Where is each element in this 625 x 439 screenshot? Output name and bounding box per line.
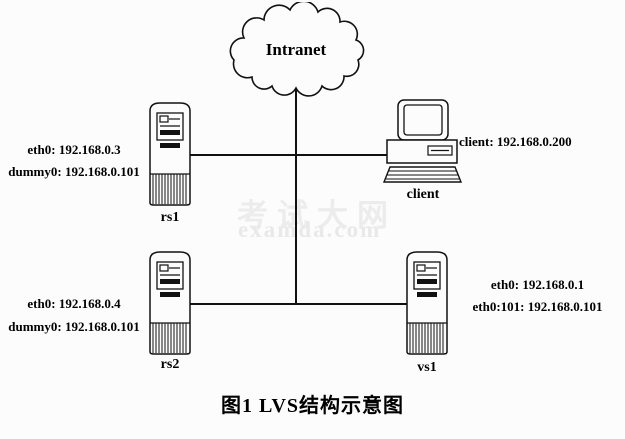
link-rs1-client-line xyxy=(188,154,387,156)
monitor-screen xyxy=(403,104,443,136)
watermark-cn: 考试大网 xyxy=(237,198,397,233)
vs1-name-label: vs1 xyxy=(417,360,437,375)
rs2-name-label: rs2 xyxy=(160,357,180,372)
drive-slot xyxy=(427,145,453,156)
client-ip-label: client: 192.168.0.200 xyxy=(459,134,572,149)
client-name-label: client xyxy=(406,187,440,202)
rs2-dummy0-label: dummy0: 192.168.0.101 xyxy=(8,319,140,334)
rs1-eth0-label: eth0: 192.168.0.3 xyxy=(27,142,121,157)
intranet-label: Intranet xyxy=(266,40,327,59)
rs2-eth0-label: eth0: 192.168.0.4 xyxy=(27,296,121,311)
vs1-eth0-101-label: eth0:101: 192.168.0.101 xyxy=(472,299,603,314)
watermark-en: examda.com xyxy=(238,217,382,242)
server-icon-vs1 xyxy=(406,251,448,355)
link-cloud-trunk-line xyxy=(295,84,297,305)
server-icon-rs1 xyxy=(149,102,191,206)
client-computer-icon xyxy=(382,99,463,183)
system-unit xyxy=(386,139,458,164)
intranet-cloud-icon: Intranet xyxy=(229,2,365,97)
rs1-name-label: rs1 xyxy=(160,210,180,225)
link-rs2-vs1-line xyxy=(188,303,407,305)
server-icon-rs2 xyxy=(149,251,191,355)
rs1-dummy0-label: dummy0: 192.168.0.101 xyxy=(8,164,140,179)
vs1-eth0-label: eth0: 192.168.0.1 xyxy=(490,277,585,292)
diagram-caption: 图1 LVS结构示意图 xyxy=(220,395,405,417)
